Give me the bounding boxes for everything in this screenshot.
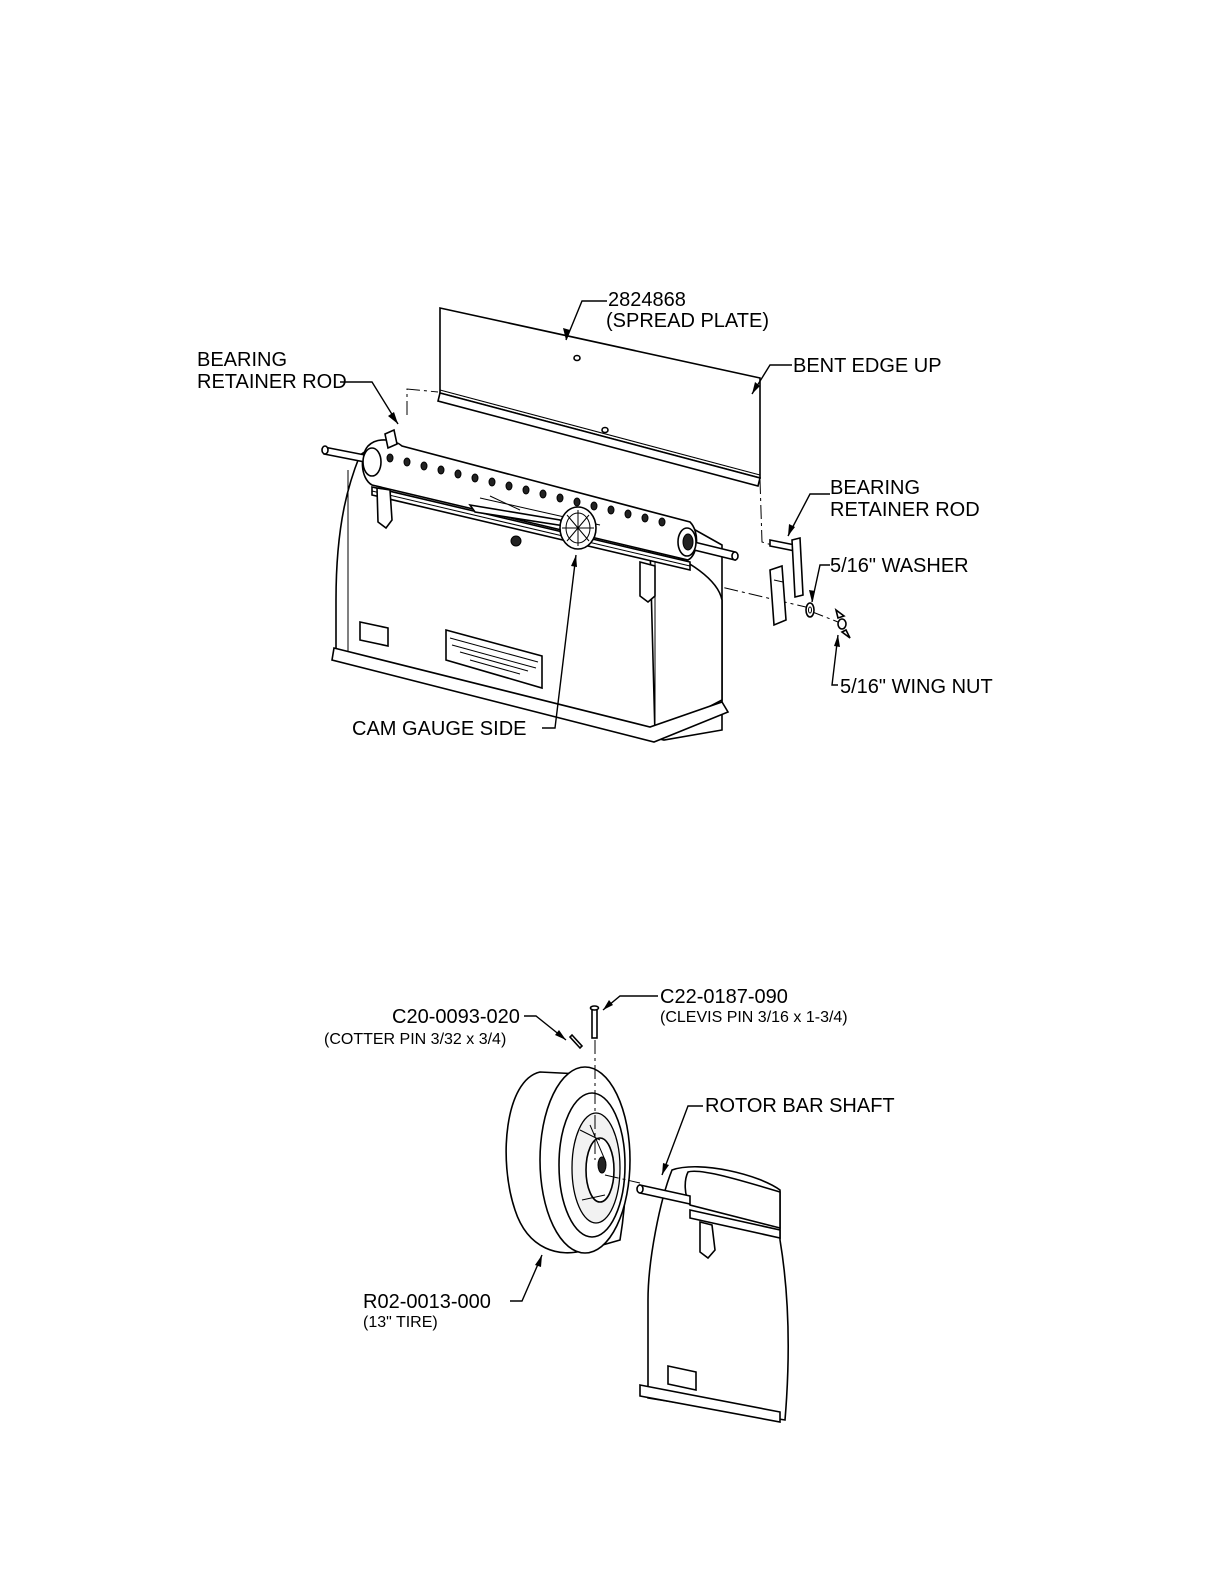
spread-plate [438, 308, 760, 486]
washer [806, 603, 814, 617]
tire-assembly-drawing: C20-0093-020 (COTTER PIN 3/32 x 3/4) C22… [324, 986, 895, 1422]
clevis-pin-part-label: C22-0187-090 [660, 986, 788, 1008]
cam-gauge-label: CAM GAUGE SIDE [352, 718, 526, 740]
bearing-rod-right-label-2: RETAINER ROD [830, 499, 980, 521]
clevis-pin-name-label: (CLEVIS PIN 3/16 x 1-3/4) [660, 1009, 848, 1026]
bearing-rod-right-label-1: BEARING [830, 477, 920, 499]
washer-label: 5/16" WASHER [830, 555, 969, 577]
bearing-rod-left-label-1: BEARING [197, 349, 287, 371]
rotor-shaft-label: ROTOR BAR SHAFT [705, 1095, 895, 1117]
wing-nut [836, 610, 850, 638]
hopper-partial [637, 1167, 788, 1422]
bearing-rod-left-label-2: RETAINER ROD [197, 371, 347, 393]
cotter-pin [570, 1035, 582, 1048]
bent-edge-label: BENT EDGE UP [793, 355, 942, 377]
clevis-pin [591, 1006, 599, 1038]
tire-part-label: R02-0013-000 [363, 1291, 491, 1313]
cotter-pin-part-label: C20-0093-020 [392, 1006, 520, 1028]
cotter-pin-name-label: (COTTER PIN 3/32 x 3/4) [324, 1031, 506, 1048]
spreader-assembly-drawing: 2824868 (SPREAD PLATE) BENT EDGE UP BEAR… [197, 289, 993, 742]
spread-plate-part-label: 2824868 [608, 289, 686, 311]
cam-gauge-disk [560, 507, 596, 549]
bearing-retainer-rod-right [770, 538, 803, 625]
wing-nut-label: 5/16" WING NUT [840, 676, 993, 698]
spread-plate-name-label: (SPREAD PLATE) [606, 310, 769, 332]
tire [506, 1067, 630, 1253]
tire-name-label: (13" TIRE) [363, 1314, 438, 1331]
